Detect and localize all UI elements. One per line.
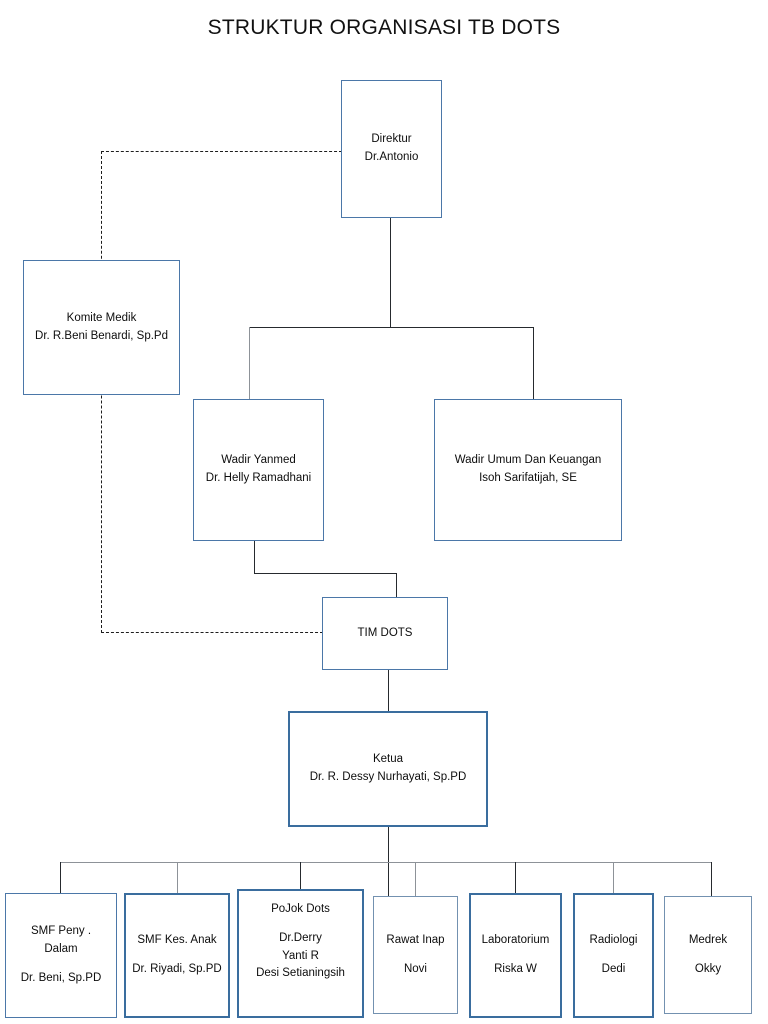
node-pojok-dots-person-3: Desi Setianingsih xyxy=(256,967,345,980)
node-wadir-umum-keuangan-person: Isoh Sarifatijah, SE xyxy=(479,472,577,484)
node-laboratorium-role: Laboratorium xyxy=(481,934,550,947)
node-tim-dots[interactable]: TIM DOTS xyxy=(322,597,448,670)
node-pojok-dots-role: PoJok Dots xyxy=(271,903,330,915)
node-direktur[interactable]: Direktur Dr.Antonio xyxy=(341,80,442,218)
node-ketua-role: Ketua xyxy=(372,753,404,766)
connector-direktur-down xyxy=(390,218,392,328)
node-komite-medik-person: Dr. R.Beni Benardi, Sp.Pd xyxy=(35,329,168,342)
node-pojok-dots[interactable]: PoJok Dots Dr.Derry Yanti R Desi Setiani… xyxy=(237,889,364,1018)
connector-wadir-umum-drop xyxy=(533,327,535,400)
connector-drop-pojok-dots xyxy=(300,862,302,889)
connector-drop-laboratorium xyxy=(515,862,517,893)
node-laboratorium[interactable]: Laboratorium Riska W xyxy=(469,893,562,1018)
node-rawat-inap-person: Novi xyxy=(403,962,427,975)
node-medrek[interactable]: Medrek Okky xyxy=(664,896,752,1014)
connector-drop-medrek xyxy=(711,862,713,896)
node-smf-peny-dalam[interactable]: SMF Peny . Dalam Dr. Beni, Sp.PD xyxy=(5,893,117,1018)
node-radiologi-person: Dedi xyxy=(601,963,626,975)
node-smf-kes-anak[interactable]: SMF Kes. Anak Dr. Riyadi, Sp.PD xyxy=(124,893,230,1018)
node-tim-dots-role: TIM DOTS xyxy=(357,626,413,639)
node-direktur-role: Direktur xyxy=(371,133,412,146)
connector-units-distribution-bar xyxy=(60,862,712,864)
connector-timdots-to-ketua xyxy=(388,670,390,712)
node-pojok-dots-person-1: Dr.Derry xyxy=(279,931,322,944)
node-ketua-person: Dr. R. Dessy Nurhayati, Sp.PD xyxy=(309,771,467,783)
node-direktur-person: Dr.Antonio xyxy=(364,151,419,163)
connector-drop-radiologi xyxy=(613,862,615,893)
connector-wadir-split-bar xyxy=(249,327,534,329)
connector-drop-smf-kes-anak xyxy=(177,862,179,893)
connector-yanmed-to-timdots xyxy=(396,573,398,598)
node-radiologi-role: Radiologi xyxy=(589,934,638,947)
node-laboratorium-person: Riska W xyxy=(494,963,537,975)
connector-drop-smf-peny-dalam xyxy=(60,862,62,893)
node-wadir-umum-keuangan[interactable]: Wadir Umum Dan Keuangan Isoh Sarifatijah… xyxy=(434,399,622,541)
node-smf-kes-anak-role: SMF Kes. Anak xyxy=(137,934,217,947)
connector-wadir-yanmed-drop xyxy=(249,327,251,400)
node-wadir-umum-keuangan-role: Wadir Umum Dan Keuangan xyxy=(454,454,602,467)
connector-direktur-timdots-bottom xyxy=(101,632,323,633)
node-wadir-yanmed[interactable]: Wadir Yanmed Dr. Helly Ramadhani xyxy=(193,399,324,541)
node-pojok-dots-person-2: Yanti R xyxy=(282,949,319,962)
connector-drop-rawat-inap xyxy=(415,862,417,896)
node-smf-peny-dalam-role-line2: Dalam xyxy=(44,943,78,956)
node-radiologi[interactable]: Radiologi Dedi xyxy=(573,893,654,1018)
node-komite-medik[interactable]: Komite Medik Dr. R.Beni Benardi, Sp.Pd xyxy=(23,260,180,395)
node-smf-kes-anak-person: Dr. Riyadi, Sp.PD xyxy=(132,963,222,975)
node-wadir-yanmed-person: Dr. Helly Ramadhani xyxy=(205,472,312,484)
node-medrek-role: Medrek xyxy=(688,933,728,946)
node-komite-medik-role: Komite Medik xyxy=(66,311,137,324)
connector-yanmed-across xyxy=(254,573,397,575)
node-rawat-inap[interactable]: Rawat Inap Novi xyxy=(373,896,458,1014)
node-smf-peny-dalam-person: Dr. Beni, Sp.PD xyxy=(20,971,102,984)
node-medrek-person: Okky xyxy=(694,962,722,975)
node-rawat-inap-role: Rawat Inap xyxy=(386,933,445,946)
node-wadir-yanmed-role: Wadir Yanmed xyxy=(221,454,296,467)
node-smf-peny-dalam-role-line1: SMF Peny . xyxy=(30,925,92,938)
node-ketua[interactable]: Ketua Dr. R. Dessy Nurhayati, Sp.PD xyxy=(288,711,488,827)
page-title: STRUKTUR ORGANISASI TB DOTS xyxy=(207,16,561,39)
connector-yanmed-down xyxy=(254,541,256,574)
connector-direktur-timdots-top xyxy=(101,151,342,152)
